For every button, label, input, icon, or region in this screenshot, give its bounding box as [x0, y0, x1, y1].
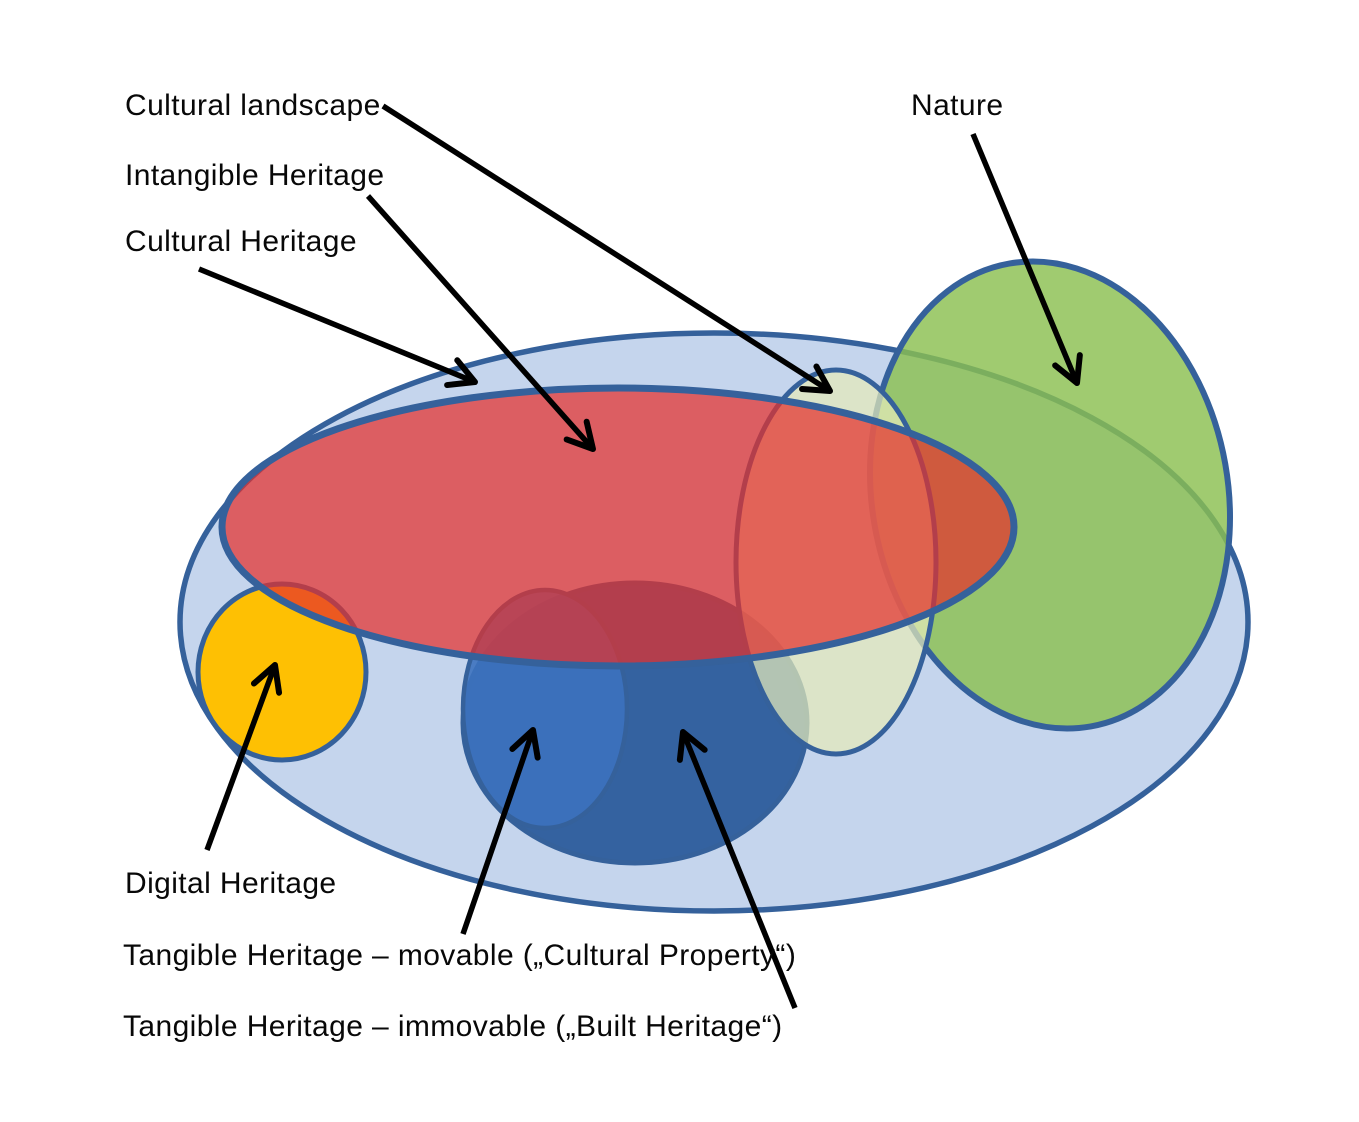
label-tangible-movable: Tangible Heritage – movable („Cultural P…	[123, 939, 797, 972]
arrow-tangible-immovable	[676, 729, 798, 1010]
label-intangible-heritage: Intangible Heritage	[125, 159, 385, 192]
arrow-tangible-movable	[460, 727, 541, 935]
label-nature: Nature	[911, 89, 1004, 122]
arrow-cultural-landscape	[381, 103, 833, 394]
arrow-cultural-heritage	[197, 266, 478, 389]
arrow-intangible-heritage	[365, 194, 596, 452]
arrow-digital-heritage	[204, 662, 283, 851]
intangible-heritage-ellipse	[218, 384, 1018, 670]
arrow-nature	[970, 132, 1083, 386]
label-cultural-landscape: Cultural landscape	[125, 89, 381, 122]
label-digital-heritage: Digital Heritage	[125, 867, 337, 900]
label-cultural-heritage: Cultural Heritage	[125, 225, 357, 258]
label-tangible-immovable: Tangible Heritage – immovable („Built He…	[123, 1010, 783, 1043]
